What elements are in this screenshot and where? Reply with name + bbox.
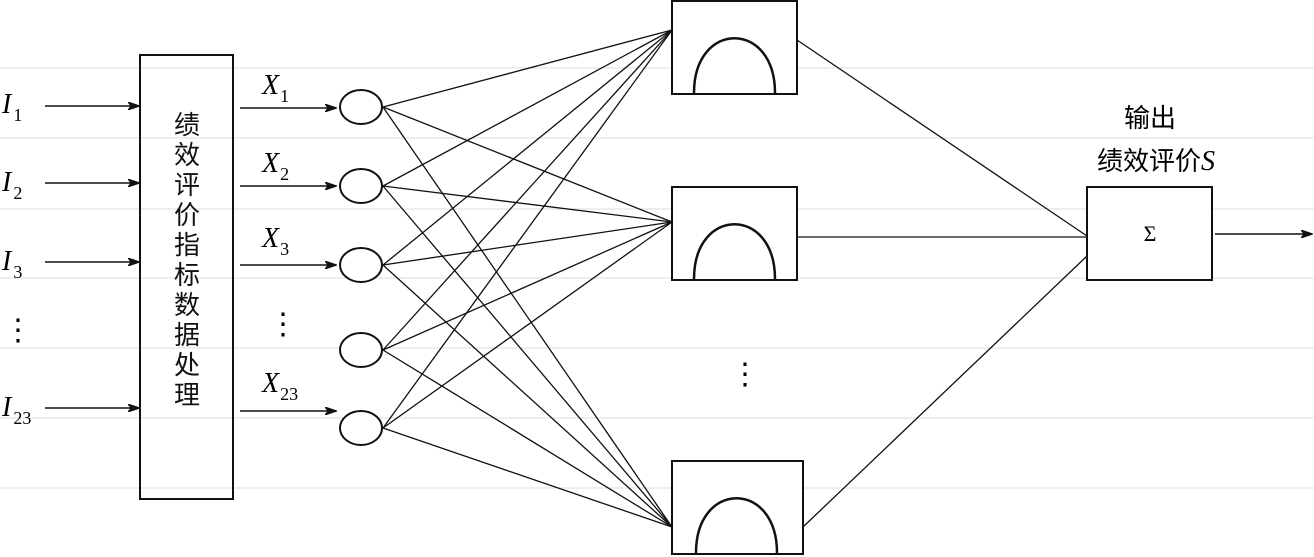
processing-char-6: 标 [174, 261, 200, 291]
sum-symbol: Σ [1144, 221, 1157, 246]
input-neuron-23 [339, 410, 383, 446]
input-neuron-1 [339, 89, 383, 125]
hidden-unit-1 [671, 0, 798, 95]
output-label-line1: 输出 [1124, 104, 1176, 134]
processing-char-3: 评 [174, 171, 200, 201]
processing-char-9: 处 [174, 351, 200, 381]
x-label-23: X23 [261, 368, 298, 404]
processing-char-7: 数 [174, 291, 200, 321]
processing-char-4: 价 [174, 201, 200, 231]
hidden-unit-n [671, 460, 804, 555]
x-label-ellipsis: ⋮ [268, 308, 298, 341]
input-hidden-connections [382, 29, 673, 528]
processing-box [139, 54, 234, 500]
gaussian-icon [692, 223, 777, 280]
hidden-units [671, 0, 804, 555]
input-neuron-4 [339, 332, 383, 368]
input-arrows [45, 106, 139, 408]
x-arrows [240, 108, 336, 411]
input-label-ellipsis: ⋮ [3, 314, 33, 347]
sum-box [1086, 186, 1213, 281]
hidden-unit-2 [671, 186, 798, 281]
x-label-3: X3 [261, 223, 289, 259]
processing-char-1: 绩 [174, 111, 200, 141]
processing-char-8: 据 [174, 321, 200, 351]
processing-char-5: 指 [174, 231, 200, 261]
input-neuron-2 [339, 168, 383, 204]
hidden-ellipsis: ⋮ [730, 358, 760, 391]
hidden-sum-connections [796, 39, 1088, 528]
input-neuron-3 [339, 247, 383, 283]
gaussian-icon [692, 37, 777, 94]
processing-box-label: 绩 效 评 价 指 标 数 据 处 理 [174, 111, 200, 411]
gaussian-icon [694, 497, 779, 554]
output-label-line2: 绩效评价S [1097, 146, 1215, 177]
processing-char-10: 理 [174, 381, 200, 411]
input-neurons [339, 89, 383, 446]
processing-char-2: 效 [174, 141, 200, 171]
x-label-1: X1 [261, 70, 289, 106]
background-guide-lines [0, 67, 1314, 489]
x-label-2: X2 [261, 148, 289, 184]
x-labels: X1 X2 X3 ⋮ X23 [261, 70, 298, 404]
